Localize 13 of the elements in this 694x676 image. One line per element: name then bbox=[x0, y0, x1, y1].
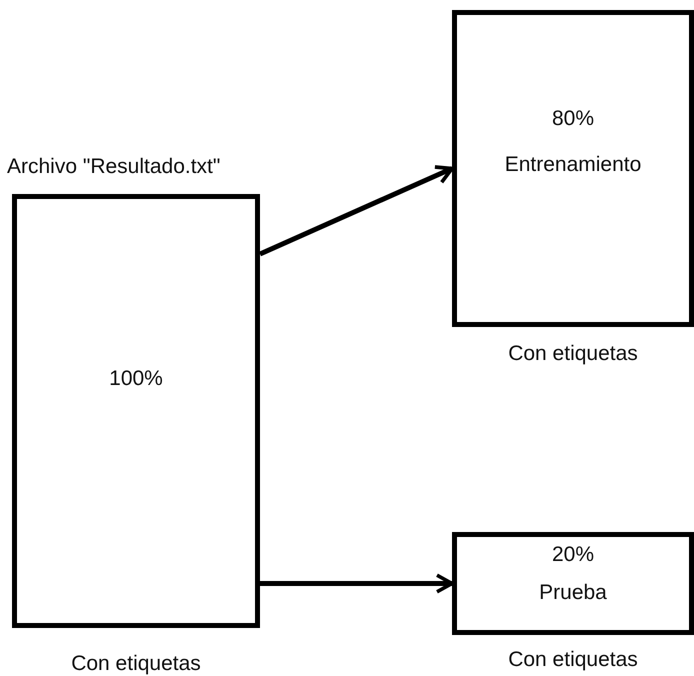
arrow bbox=[258, 165, 454, 256]
box-label: Prueba bbox=[539, 581, 607, 605]
caption-text: Con etiquetas bbox=[71, 652, 201, 676]
percentage-text: 100% bbox=[109, 367, 163, 391]
caption-text: Con etiquetas bbox=[508, 342, 638, 366]
percentage-text: 20% bbox=[552, 543, 594, 567]
box-label: Entrenamiento bbox=[504, 153, 642, 177]
caption-text: Con etiquetas bbox=[508, 648, 638, 672]
file-name-heading: Archivo "Resultado.txt" bbox=[7, 155, 220, 179]
rectangle-box bbox=[452, 532, 694, 635]
rectangle-box bbox=[452, 10, 694, 327]
arrow bbox=[260, 573, 454, 594]
percentage-text: 80% bbox=[552, 107, 594, 131]
